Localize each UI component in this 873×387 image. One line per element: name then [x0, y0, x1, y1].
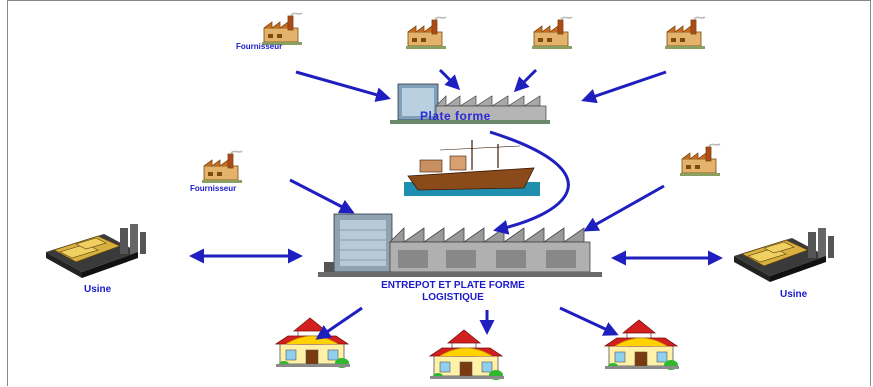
- arrow-supplier3-to-platform: [513, 68, 538, 93]
- supplier-factory-icon-2: [405, 16, 447, 50]
- warehouse-label: ENTREPOT ET PLATE FORME LOGISTIQUE: [333, 280, 573, 304]
- supplier-factory-icon-4: [664, 16, 706, 50]
- logistics-warehouse-icon: [318, 213, 602, 277]
- usine-label-right: Usine: [780, 289, 808, 300]
- cargo-ship-icon: [404, 140, 540, 196]
- platform-building-icon: [390, 83, 550, 124]
- arrow-warehouse-to-shop-right: [559, 306, 619, 336]
- plate-forme-label: Plate forme: [420, 109, 491, 123]
- diagram-frame: [7, 0, 871, 386]
- plant-factory-icon-left: [45, 223, 147, 279]
- shop-icon-right: [604, 319, 680, 371]
- arrow-warehouse-to-shop-left: [315, 306, 363, 340]
- plant-factory-icon-right: [733, 227, 835, 283]
- arrow-supplier1-to-platform: [295, 70, 391, 102]
- warehouse-label-line2: LOGISTIQUE: [422, 292, 484, 303]
- warehouse-label-line1: ENTREPOT ET PLATE FORME: [381, 280, 525, 291]
- supplier-factory-icon-5: [201, 150, 243, 184]
- arrow-platform-to-warehouse: [489, 130, 570, 235]
- supplier-factory-icon-1: [261, 12, 303, 46]
- usine-label-left: Usine: [84, 284, 112, 295]
- arrow-supplier5-to-warehouse: [289, 178, 355, 214]
- arrow-supplier4-to-platform: [581, 70, 667, 104]
- supplier-factory-icon-6: [679, 143, 721, 177]
- supplier-factory-icon-3: [531, 16, 573, 50]
- arrow-supplier6-to-warehouse: [583, 184, 665, 232]
- fournisseur-label-top: Fournisseur: [236, 42, 283, 51]
- arrow-supplier2-to-platform: [438, 68, 461, 91]
- shop-icon-center: [429, 329, 505, 381]
- fournisseur-label-left: Fournisseur: [190, 184, 237, 193]
